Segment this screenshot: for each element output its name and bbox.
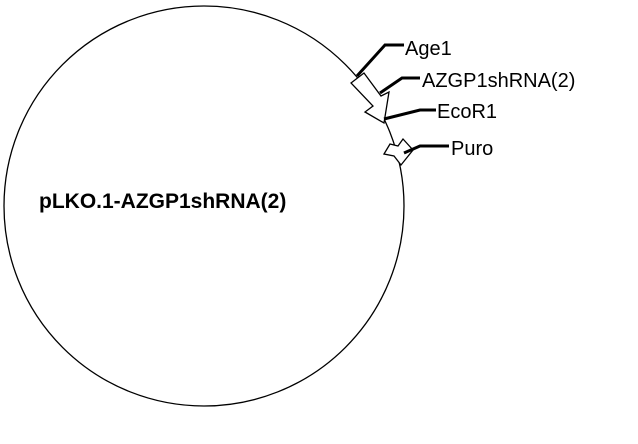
plasmid-backbone bbox=[3, 5, 405, 407]
puro-arrow bbox=[382, 137, 414, 167]
azgp1-shrna-label: AZGP1shRNA(2) bbox=[422, 70, 575, 92]
puro-label: Puro bbox=[451, 138, 493, 160]
age1-label: Age1 bbox=[405, 38, 452, 60]
puro-leader-line bbox=[403, 144, 449, 155]
plasmid-name: pLKO.1-AZGP1shRNA(2) bbox=[39, 190, 286, 213]
age1-leader-line bbox=[355, 43, 404, 78]
ecor1-leader-line bbox=[383, 108, 436, 121]
azgp1-leader-line bbox=[379, 76, 420, 95]
azgp1-shrna-arrow bbox=[350, 72, 390, 125]
ecor1-label: EcoR1 bbox=[437, 101, 497, 123]
